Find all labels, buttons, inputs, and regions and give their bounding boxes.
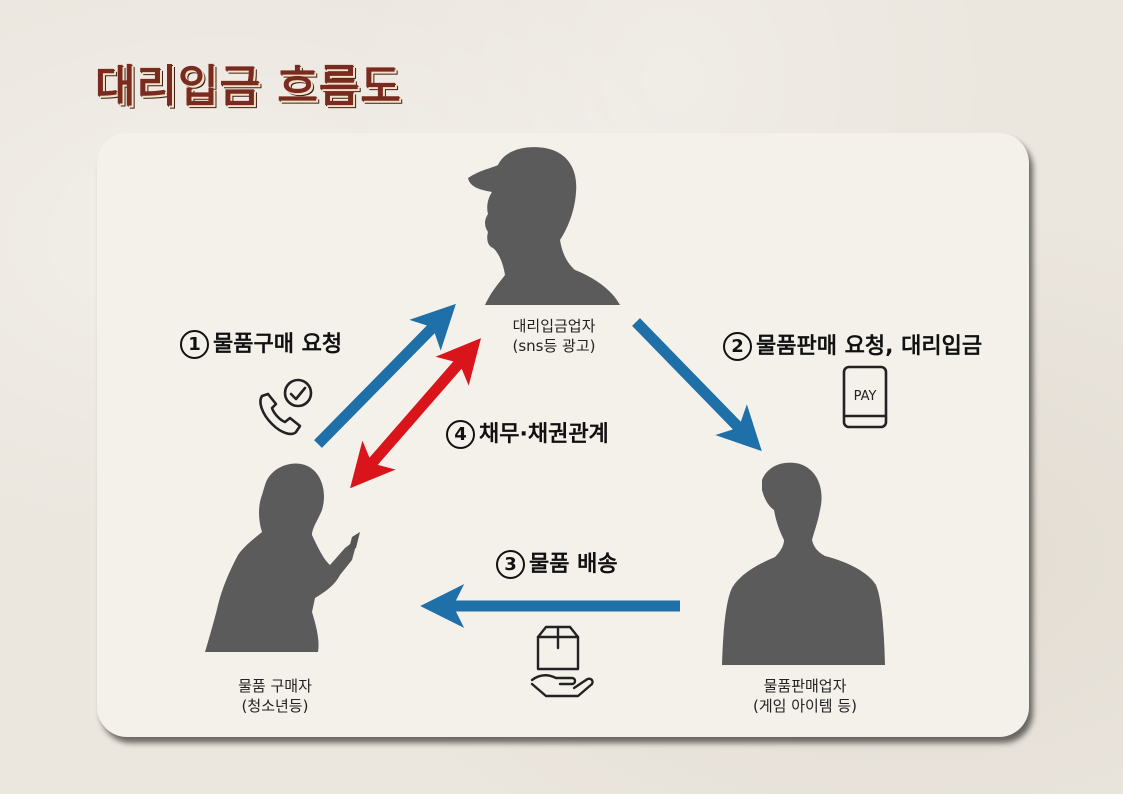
phone-check-icon xyxy=(259,378,313,436)
buyer-sub: (청소년등) xyxy=(241,697,309,715)
buyer-silhouette-icon xyxy=(205,463,360,652)
seller-silhouette-icon xyxy=(722,462,885,665)
arrow-agent-to-seller xyxy=(632,318,762,452)
buyer-name: 물품 구매자 xyxy=(238,677,312,695)
pay-label: PAY xyxy=(854,389,877,404)
step-4-number: 4 xyxy=(446,420,475,449)
step-2-text: 물품판매 요청, 대리입금 xyxy=(756,334,983,359)
pay-phone-icon xyxy=(842,365,888,429)
seller-label: 물품판매업자 (게임 아이템 등) xyxy=(715,676,895,716)
step-3-text: 물품 배송 xyxy=(529,552,618,577)
step-2-number: 2 xyxy=(723,332,752,361)
buyer-label: 물품 구매자 (청소년등) xyxy=(200,676,350,716)
seller-sub: (게임 아이템 등) xyxy=(752,697,858,715)
package-hand-icon xyxy=(530,625,594,698)
step-4-text: 채무·채권관계 xyxy=(479,422,609,447)
agent-sub: (sns등 광고) xyxy=(512,337,596,355)
step-1-number: 1 xyxy=(180,330,209,359)
agent-name: 대리입금업자 xyxy=(512,317,596,335)
step-3-number: 3 xyxy=(496,550,525,579)
agent-label: 대리입금업자 (sns등 광고) xyxy=(480,316,628,356)
arrow-debt-relation xyxy=(350,338,482,489)
page-title: 대리입금 흐름도 xyxy=(95,61,402,112)
step-1-text: 물품구매 요청 xyxy=(213,332,343,357)
agent-silhouette-icon xyxy=(468,147,620,305)
seller-name: 물품판매업자 xyxy=(763,677,847,695)
